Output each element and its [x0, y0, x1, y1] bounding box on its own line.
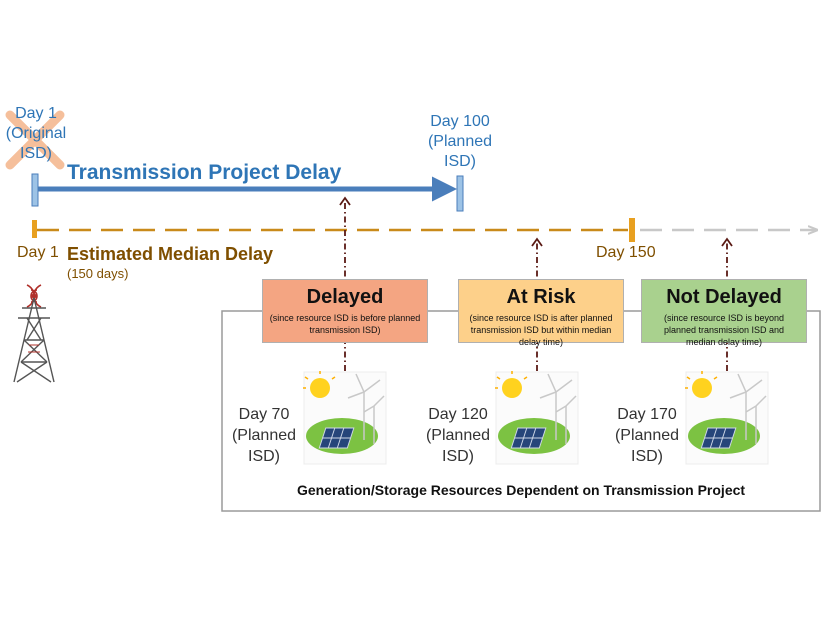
- chevron-up-icon: [531, 237, 543, 247]
- resource-label-day70: Day 70 (Planned ISD): [231, 406, 297, 465]
- median-delay-subtitle: (150 days): [67, 266, 129, 281]
- status-note: (since resource ISD is beyond planned tr…: [663, 313, 785, 347]
- planned-isd-label: Day 100 (Planned ISD): [427, 113, 493, 170]
- status-box-delayed: Delayed (since resource ISD is before pl…: [262, 279, 428, 343]
- transmission-delay-title: Transmission Project Delay: [67, 161, 342, 184]
- status-note: (since resource ISD is after planned tra…: [469, 313, 613, 347]
- status-note: (since resource ISD is before planned tr…: [269, 313, 421, 335]
- renewable-resource-icon: [685, 371, 769, 465]
- median-start-label: Day 1: [17, 244, 59, 261]
- median-delay-title: Estimated Median Delay: [67, 244, 274, 264]
- chevron-up-icon: [339, 196, 351, 206]
- resource-label-day170: Day 170 (Planned ISD): [614, 406, 680, 465]
- status-title: Not Delayed: [666, 286, 782, 308]
- status-box-not-delayed: Not Delayed (since resource ISD is beyon…: [641, 279, 807, 347]
- resource-label-day120: Day 120 (Planned ISD): [425, 406, 491, 465]
- renewable-resource-icon: [495, 371, 579, 465]
- median-start-marker: [32, 220, 37, 238]
- planned-isd-marker: [456, 175, 464, 212]
- renewable-resource-icon: [303, 371, 387, 465]
- cross-out-icon: [5, 110, 65, 170]
- median-end-marker: [629, 218, 635, 242]
- median-end-label: Day 150: [596, 244, 656, 261]
- chevron-up-icon: [721, 237, 733, 247]
- transmission-tower-icon: [13, 284, 55, 383]
- status-title: Delayed: [306, 286, 384, 308]
- original-isd-label: Day 1 (Original ISD): [5, 105, 67, 162]
- status-title: At Risk: [506, 286, 576, 308]
- original-isd-marker: [31, 173, 39, 207]
- status-box-at-risk: At Risk (since resource ISD is after pla…: [458, 279, 624, 347]
- resources-caption: Generation/Storage Resources Dependent o…: [296, 482, 746, 498]
